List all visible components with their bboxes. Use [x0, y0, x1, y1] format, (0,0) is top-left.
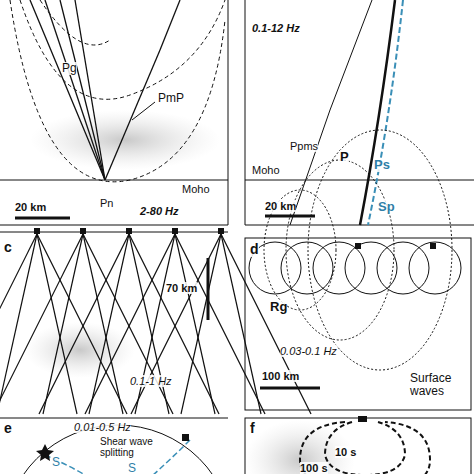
figure-label: S	[52, 456, 60, 469]
figure-label: Surface waves	[410, 372, 466, 398]
figure-label: Shear wave splitting	[100, 436, 160, 458]
figure-label: 0.01-0.5 Hz	[74, 421, 131, 433]
figure-label: 10 s	[335, 446, 356, 458]
figure-label: f	[250, 421, 255, 436]
figure-label: 2-80 Hz	[140, 205, 179, 217]
figure-label: Pg	[62, 62, 77, 75]
figure-label: Moho	[252, 164, 280, 176]
figure-label: d	[250, 242, 259, 257]
figure-label: 100 km	[262, 370, 299, 382]
figure-label: Moho	[182, 183, 210, 195]
figure-label: Pn	[100, 197, 113, 209]
figure-label: PmP	[158, 92, 184, 105]
figure-label: c	[4, 240, 12, 255]
figure-label: Rg	[270, 300, 287, 314]
figure-label: Ppms	[290, 140, 318, 152]
figure-label: 0.03-0.1 Hz	[280, 345, 337, 357]
figure-label: 20 km	[15, 201, 46, 213]
figure-label: S	[128, 462, 136, 474]
figure-label: 0.1-12 Hz	[252, 22, 300, 34]
figure-label: 0.1-1 Hz	[130, 375, 172, 387]
figure-label: Ps	[374, 158, 390, 172]
figure-label: e	[4, 421, 12, 436]
figure-label: P	[340, 150, 349, 164]
figure-label: 20 km	[265, 200, 296, 212]
figure-label: 70 km	[166, 282, 197, 294]
figure-label: 100 s	[300, 462, 328, 474]
figure-label: Sp	[378, 200, 395, 214]
